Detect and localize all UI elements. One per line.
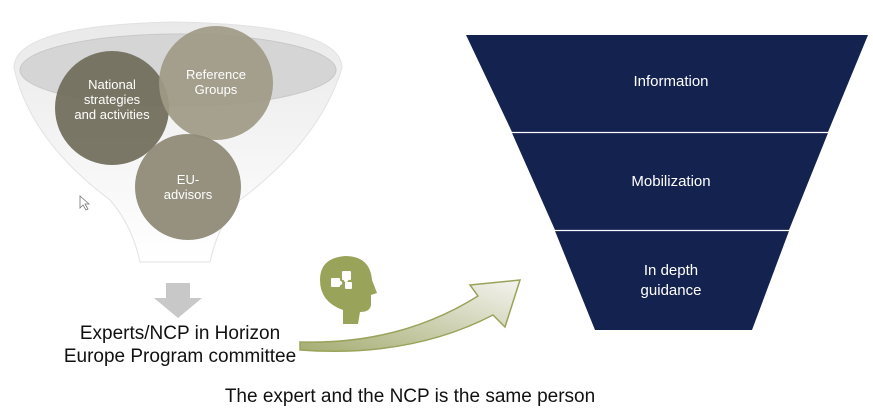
label-national-strategies: National strategies and activities (74, 77, 150, 122)
band-label-mobilization: Mobilization (631, 173, 711, 190)
band-mobilization (512, 133, 828, 230)
band-label-in-depth-guidance: In depth guidance (590, 261, 752, 301)
circle-reference-groups (159, 26, 273, 140)
band-label-line2: guidance (640, 282, 702, 299)
left-funnel (13, 21, 343, 263)
curved-arrow (299, 279, 522, 352)
output-label-line1: Experts/NCP in Horizon (79, 323, 281, 344)
footer-caption: The expert and the NCP is the same perso… (224, 386, 596, 407)
label-eu-advisors: EU-advisors (163, 172, 213, 202)
output-label-line2: Europe Program committee (63, 346, 297, 367)
band-label-information: Information (633, 73, 709, 90)
label-reference-groups: Reference Groups (186, 67, 246, 97)
circle-national-strategies (55, 51, 169, 165)
band-information (466, 35, 868, 132)
output-label: Experts/NCP in Horizon Europe Program co… (40, 322, 320, 368)
band-in-depth-guidance (555, 231, 789, 330)
right-funnel (466, 35, 868, 330)
down-arrow (154, 283, 202, 318)
circle-eu-advisors (135, 134, 241, 240)
head-puzzle-icon (320, 256, 377, 324)
band-label-line1: In depth (643, 262, 699, 279)
mouse-cursor-icon (79, 195, 91, 211)
